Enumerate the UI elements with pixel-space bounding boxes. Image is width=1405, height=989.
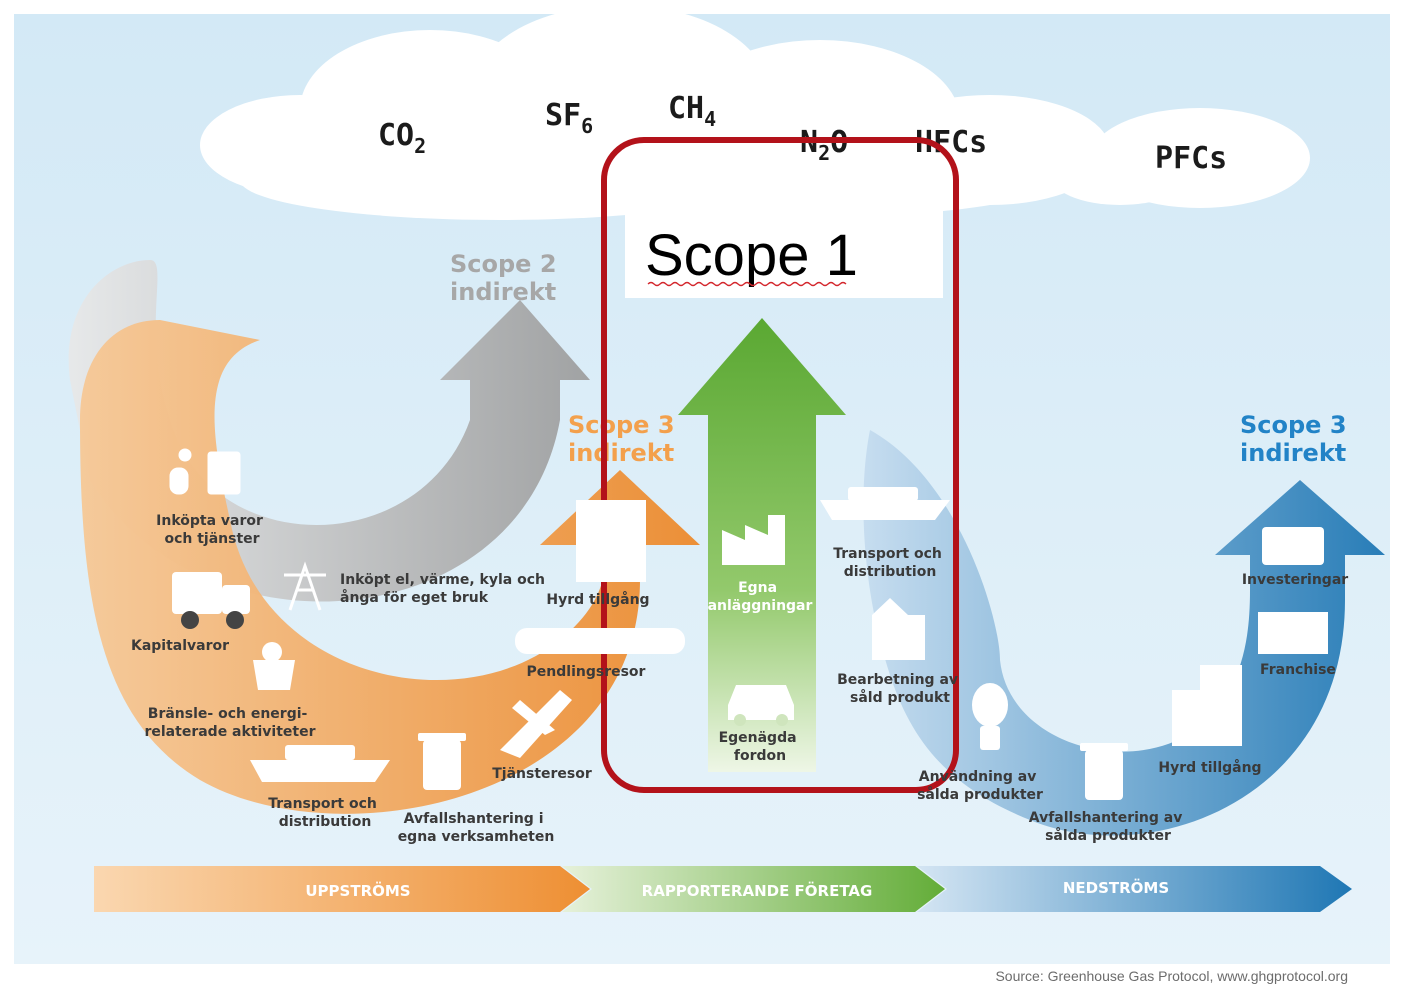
- scope1-highlight-frame: [601, 137, 959, 793]
- downstream-recycle-bin-icon: [1080, 743, 1128, 800]
- downstream-bar: [917, 866, 1352, 912]
- scope3-right-label-line1: Scope 3: [1240, 411, 1347, 439]
- upstream-purchased-electricity-label: Inköpt el, värme, kyla och ånga för eget…: [340, 572, 550, 606]
- upstream-transport-label: Transport och distribution: [268, 796, 382, 830]
- upstream-bar: [94, 866, 590, 912]
- gas-sf6: SF6: [545, 98, 593, 138]
- gas-co2: CO2: [378, 118, 426, 158]
- coal-cart-icon: [253, 642, 295, 690]
- upstream-business-travel-label: Tjänsteresor: [492, 766, 592, 782]
- downstream-investments-label: Investeringar: [1242, 572, 1348, 588]
- value-chain-bar: [94, 866, 1352, 912]
- downstream-waste-label: Avfallshantering av sålda produkter: [1029, 810, 1188, 844]
- light-bulb-icon: [972, 683, 1008, 750]
- spellcheck-underline: [647, 281, 847, 287]
- scope3-left-label-line2: indirekt: [568, 439, 674, 467]
- upstream-fuel-energy-label: Bränsle- och energi- relaterade aktivite…: [144, 706, 315, 740]
- upstream-commuting-label: Pendlingsresor: [527, 664, 646, 680]
- scope3-upstream-arrow: [80, 320, 700, 814]
- scope1-facilities-label: Egna anläggningar: [708, 580, 813, 614]
- upstream-purchased-goods-label: Inköpta varor och tjänster: [156, 513, 268, 547]
- money-icon: [1262, 527, 1324, 565]
- scope3-right-label-line2: indirekt: [1240, 439, 1346, 467]
- downstream-office-icon: [1172, 665, 1242, 746]
- train-icon: [515, 628, 685, 654]
- scope3-left-label-line1: Scope 3: [568, 411, 675, 439]
- source-credit: Source: Greenhouse Gas Protocol, www.ghg…: [995, 968, 1348, 984]
- scope2-label-line2: indirekt: [450, 278, 556, 306]
- upstream-waste-label: Avfallshantering i egna verksamheten: [398, 811, 555, 845]
- ship-icon: [250, 745, 390, 782]
- downstream-ship-icon: [820, 487, 950, 520]
- power-tower-icon: [284, 561, 326, 611]
- car-icon: [728, 685, 794, 726]
- gas-cloud: [200, 5, 1310, 220]
- gas-ch4: CH4: [668, 91, 716, 131]
- scope1-vehicles-label: Egenägda fordon: [719, 730, 802, 764]
- downstream-transport-label: Transport och distribution: [833, 546, 947, 580]
- downstream-leased-assets-label: Hyrd tillgång: [1158, 759, 1261, 776]
- reporting-company-bar: [562, 866, 945, 912]
- store-icon: [1258, 612, 1328, 654]
- scope1-title: Scope 1: [645, 223, 858, 288]
- upstream-bar-label: UPPSTRÖMS: [305, 881, 410, 900]
- upstream-leased-assets-label: Hyrd tillgång: [546, 591, 649, 608]
- factory-icon: [722, 515, 785, 565]
- downstream-bar-label: NEDSTRÖMS: [1063, 878, 1169, 897]
- scope2-label-line1: Scope 2: [450, 250, 557, 278]
- recycle-bin-icon: [418, 733, 466, 790]
- office-building-icon: [576, 500, 646, 582]
- downstream-processing-label: Bearbetning av såld produkt: [837, 672, 963, 706]
- gas-pfcs: PFCs: [1155, 141, 1227, 176]
- scope1-box: [625, 200, 943, 298]
- downstream-franchise-label: Franchise: [1260, 662, 1336, 678]
- downstream-factory-icon: [872, 598, 925, 660]
- downstream-use-label: Användning av sålda produkter: [917, 769, 1043, 803]
- fuel-pump-icon: [169, 448, 241, 495]
- reporting-company-bar-label: RAPPORTERANDE FÖRETAG: [642, 881, 873, 900]
- airplane-icon: [500, 690, 572, 758]
- upstream-capital-goods-label: Kapitalvaror: [131, 638, 229, 654]
- truck-icon: [172, 572, 250, 629]
